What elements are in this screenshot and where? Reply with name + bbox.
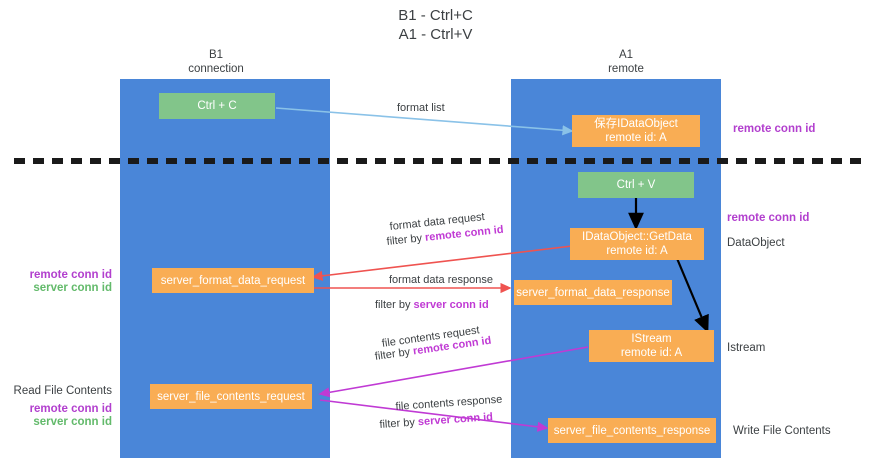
edge-label-format-list: format list: [397, 102, 445, 114]
edge-label-format-data-response: format data response: [389, 274, 493, 286]
title-line-2: A1 - Ctrl+V: [398, 26, 473, 43]
annotation-left-server-conn-id-2: server conn id: [33, 416, 112, 428]
node-istream[interactable]: IStream remote id: A: [589, 330, 714, 362]
annotation-right-dataobject: DataObject: [727, 237, 785, 249]
node-istream-sub: remote id: A: [620, 347, 683, 359]
annotation-left-remote-conn-id-2: remote conn id: [29, 403, 112, 415]
node-server-file-contents-request[interactable]: server_file_contents_request: [150, 384, 312, 409]
annotation-right-istream: Istream: [727, 342, 766, 354]
edge-label-fdres-filter-key: server conn id: [413, 299, 489, 311]
annotation-right-remote-conn-id-top: remote conn id: [733, 123, 816, 135]
node-server-file-contents-request-label: server_file_contents_request: [157, 390, 305, 403]
diagram-title: B1 - Ctrl+C A1 - Ctrl+V: [0, 6, 871, 44]
edge-label-fcr-filter-prefix: filter by: [374, 345, 414, 363]
node-ctrl-c-label: Ctrl + C: [197, 100, 237, 112]
title-line-1: B1 - Ctrl+C: [398, 7, 473, 24]
annotation-right-remote-conn-id-mid: remote conn id: [727, 212, 810, 224]
edge-label-format-data-response-filter: filter by server conn id: [375, 298, 489, 312]
column-header-a1: A1 remote: [546, 48, 706, 76]
node-ctrl-v-label: Ctrl + V: [616, 179, 656, 191]
node-server-format-data-response-label: server_format_data_response: [516, 286, 670, 299]
annotation-left-server-conn-id-1: server conn id: [33, 282, 112, 294]
node-ctrl-v[interactable]: Ctrl + V: [578, 172, 694, 198]
column-header-b1: B1 connection: [136, 48, 296, 76]
node-server-format-data-request[interactable]: server_format_data_request: [152, 268, 314, 293]
edge-label-fdr-filter-prefix: filter by: [386, 231, 426, 248]
node-idataobject-getdata[interactable]: IDataObject::GetData remote id: A: [570, 228, 704, 260]
column-header-b1-subtitle: connection: [188, 63, 244, 75]
edge-label-fdres-filter-prefix: filter by: [375, 299, 414, 311]
node-server-format-data-response[interactable]: server_format_data_response: [514, 280, 672, 305]
node-server-file-contents-response-label: server_file_contents_response: [553, 424, 711, 437]
node-idataobject-getdata-label: IDataObject::GetData: [582, 231, 692, 243]
column-header-a1-name: A1: [618, 49, 634, 61]
edge-label-fcres-filter-key: server conn id: [417, 411, 494, 429]
annotation-left-remote-conn-id-1: remote conn id: [29, 269, 112, 281]
node-idataobject-getdata-sub: remote id: A: [606, 245, 668, 257]
node-save-idataobject[interactable]: 保存IDataObject remote id: A: [572, 115, 700, 147]
node-server-format-data-request-label: server_format_data_request: [160, 274, 306, 287]
annotation-right-write-file-contents: Write File Contents: [733, 425, 831, 437]
node-save-idataobject-label: 保存IDataObject: [594, 118, 678, 130]
node-ctrl-c[interactable]: Ctrl + C: [159, 93, 275, 119]
column-header-a1-subtitle: remote: [608, 63, 644, 75]
node-istream-label: IStream: [631, 333, 672, 345]
node-save-idataobject-sub: remote id: A: [605, 132, 667, 144]
edge-label-fcres-filter-prefix: filter by: [379, 416, 419, 431]
annotation-left-read-file-contents: Read File Contents: [13, 385, 112, 397]
node-server-file-contents-response[interactable]: server_file_contents_response: [548, 418, 716, 443]
column-header-b1-name: B1: [208, 49, 224, 61]
